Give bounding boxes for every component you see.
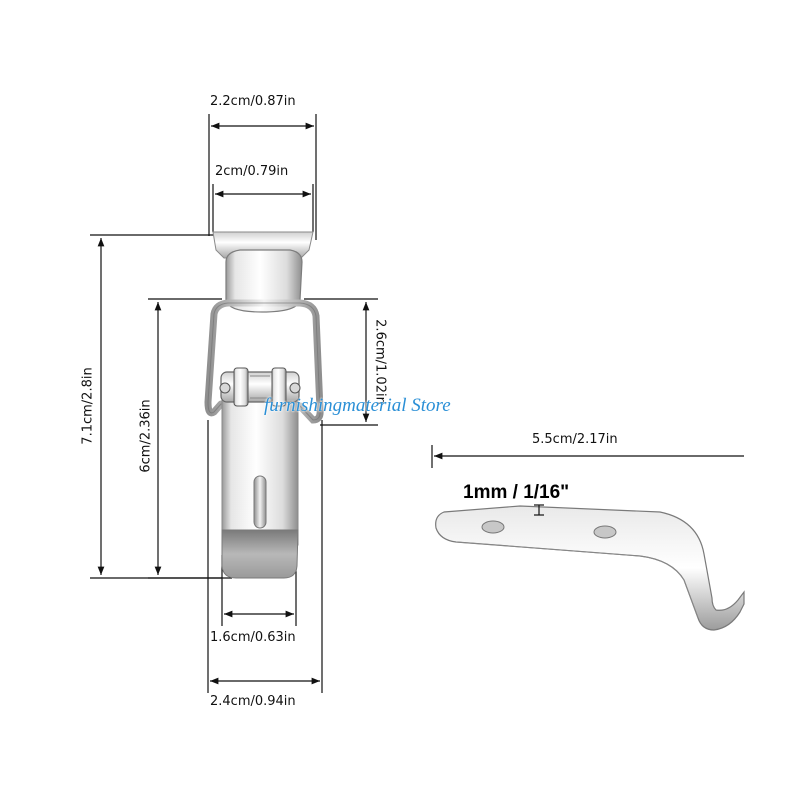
catch-screw-hole-2 xyxy=(593,525,617,539)
label-top-outer-width: 2.2cm/0.87in xyxy=(210,94,296,109)
label-body-length: 6cm/2.36in xyxy=(138,399,154,473)
label-bottom-inner-width: 1.6cm/0.63in xyxy=(210,630,296,645)
catch-plate-body xyxy=(435,505,745,631)
label-top-inner-width: 2cm/0.79in xyxy=(215,164,289,179)
store-watermark: furnishingmaterial Store xyxy=(264,395,451,416)
catch-screw-hole-1 xyxy=(481,520,505,534)
catch-plate-illustration xyxy=(435,504,745,631)
thickness-indicator xyxy=(534,504,544,516)
dimension-lines xyxy=(90,114,744,693)
label-catch-length: 5.5cm/2.17in xyxy=(532,432,618,447)
latch-lever-slot xyxy=(253,475,267,529)
latch-hinge-barrel xyxy=(219,367,301,407)
label-bottom-outer-width: 2.4cm/0.94in xyxy=(210,694,296,709)
label-total-length: 7.1cm/2.8in xyxy=(80,367,96,445)
label-loop-height: 2.6cm/1.02in xyxy=(372,319,388,405)
latch-illustration xyxy=(204,231,324,579)
latch-lever-tip xyxy=(221,529,299,579)
latch-hook-tab xyxy=(225,249,303,313)
label-thickness: 1mm / 1/16" xyxy=(463,482,570,503)
